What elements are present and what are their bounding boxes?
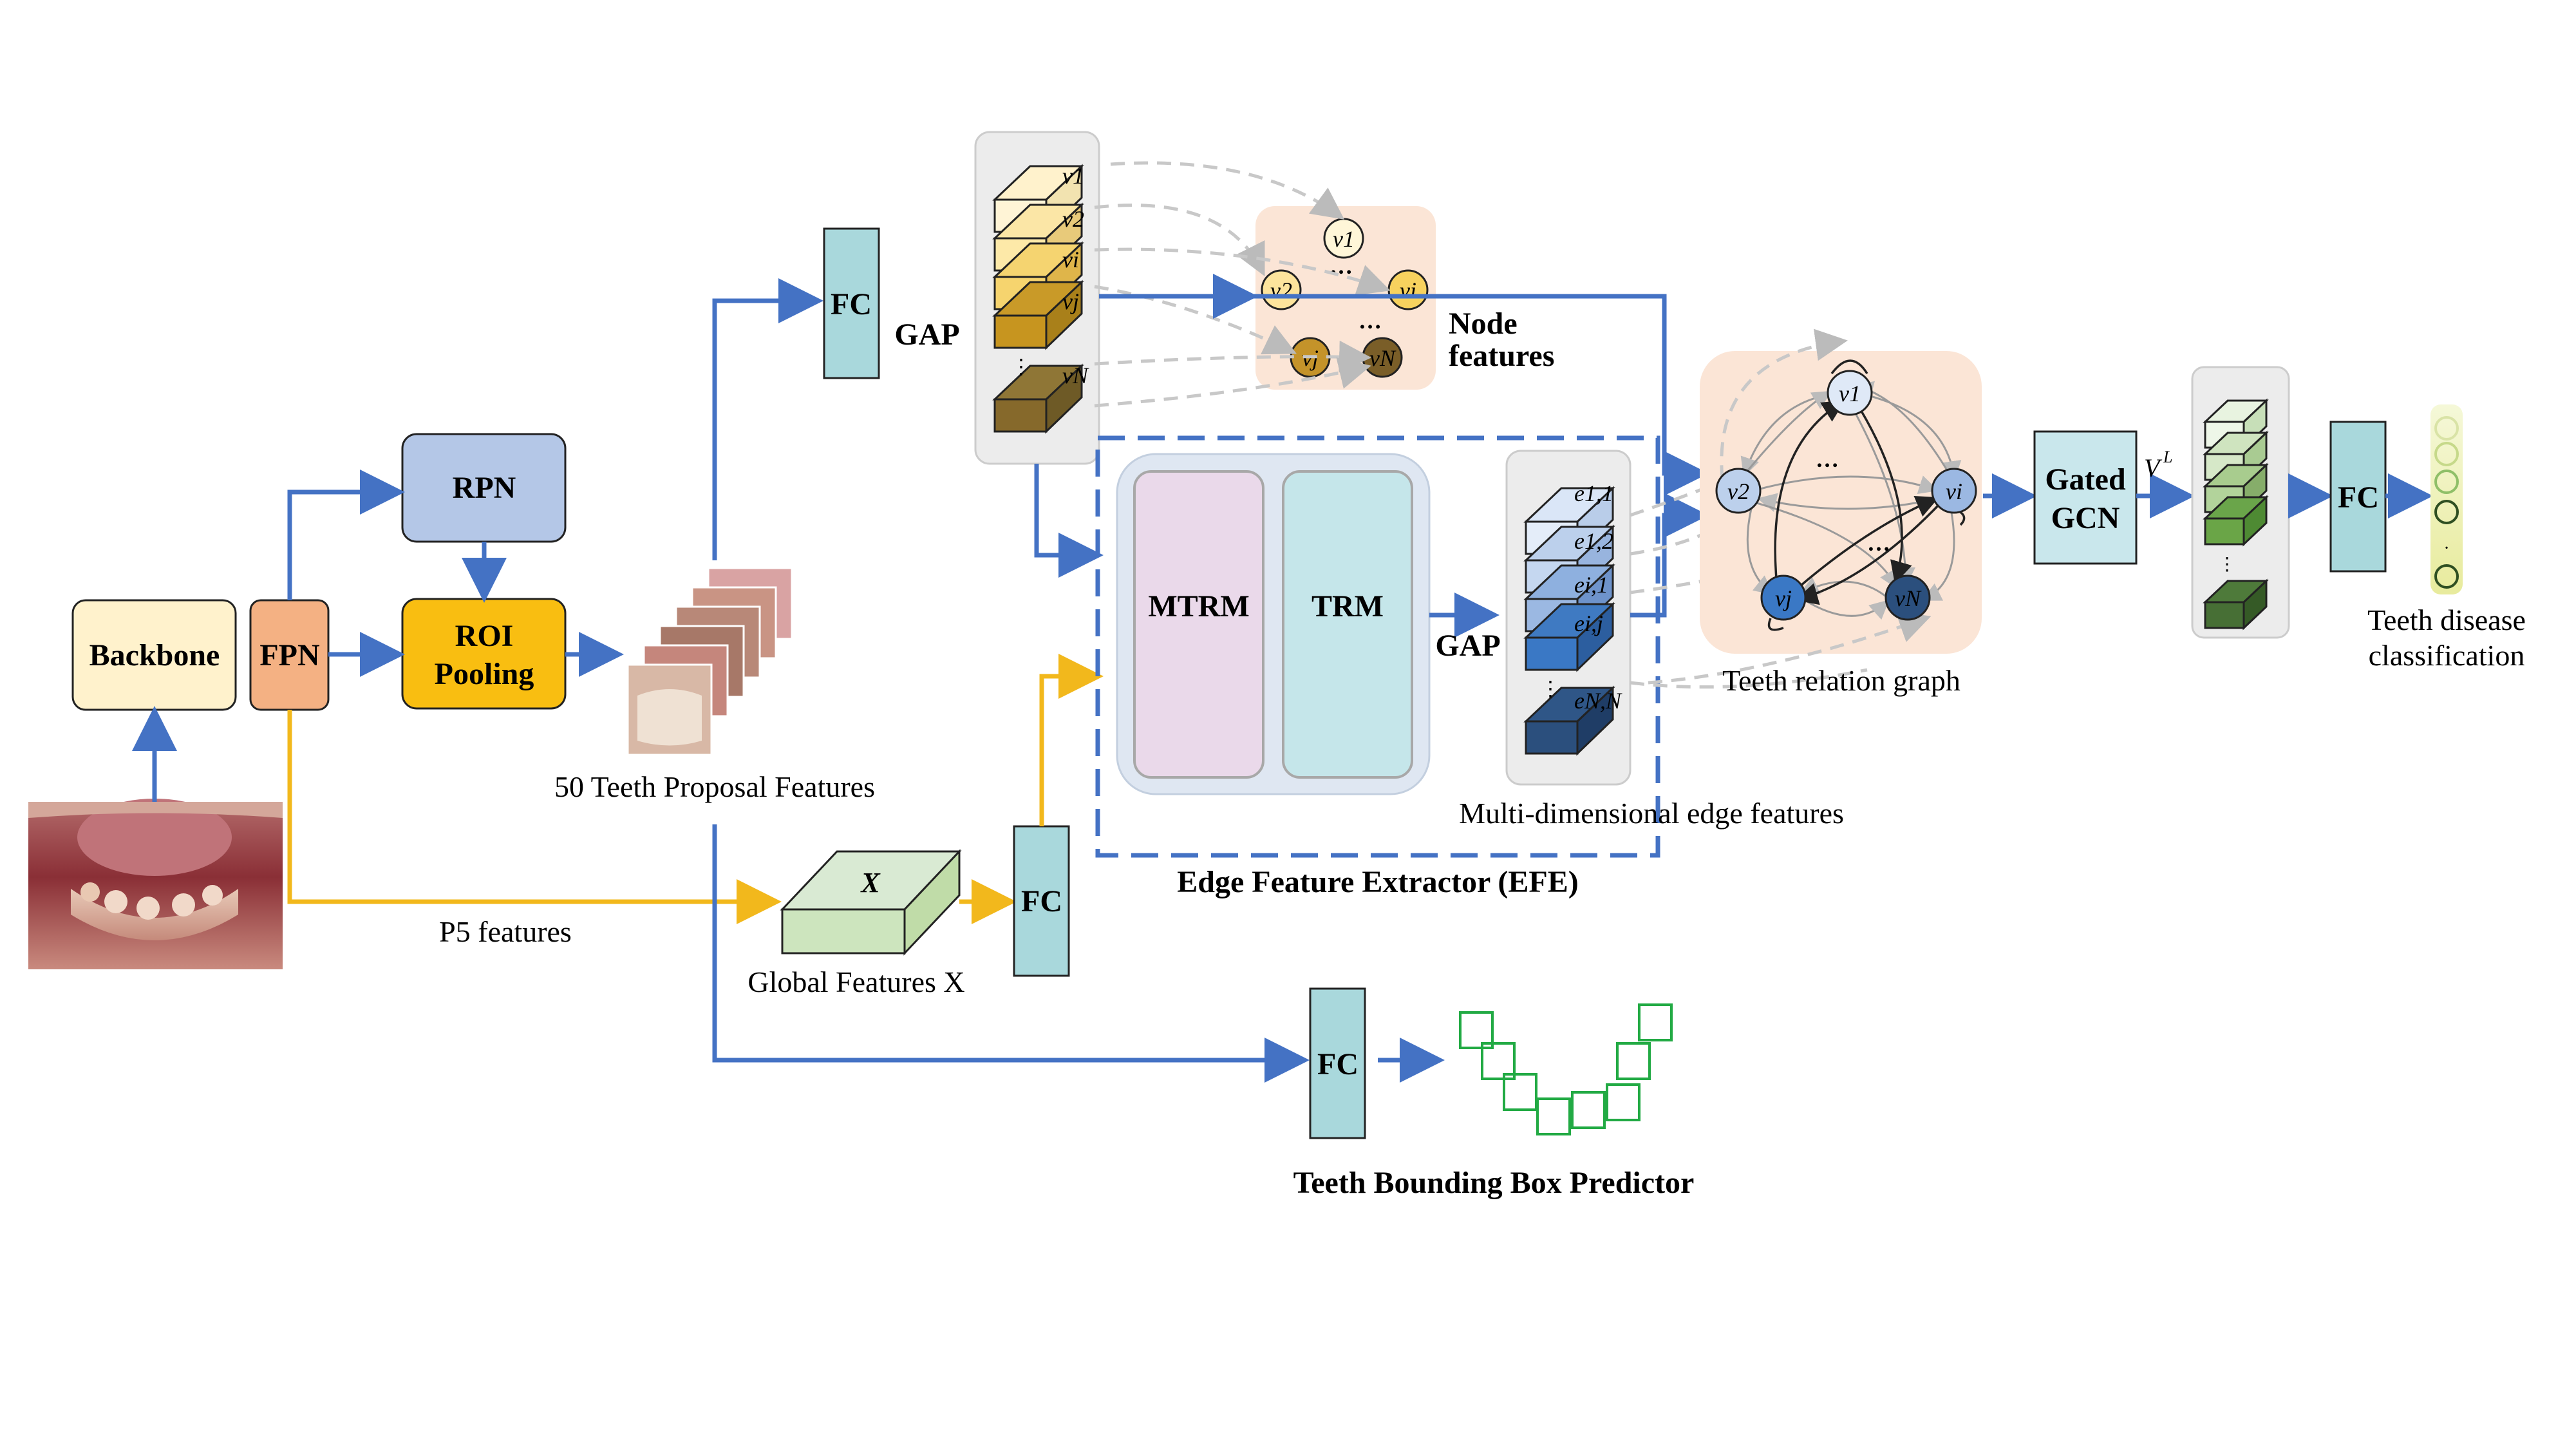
node-vN-label: νN [1369,345,1396,371]
bbox-predictor-label: Teeth Bounding Box Predictor [1293,1166,1695,1200]
node-to-graph-arrow [1099,294,1709,496]
graph-v2-label: ν2 [1727,479,1749,504]
roi-label-line1: ROI [455,619,514,653]
node-dashed-links [1094,161,1391,408]
rpn-label: RPN [453,471,516,505]
node-dots-bottom: … [1359,308,1382,334]
graph-v1-label: ν1 [1839,381,1861,406]
edge-feature-stack: e1,1 e1,2 ei,1 ei,j eN,N ⋮ [1505,450,1631,786]
p5-arrow [287,710,782,924]
trm-label: TRM [1312,589,1384,623]
node-v2-label: ν2 [1270,278,1292,303]
node-feature-stack: ν1 ν2 νi νj νN ⋮ [974,131,1100,465]
fpn-block: FPN [249,599,330,711]
edge-gap-label: GAP [1435,629,1500,663]
disease-probability-bar: · [2430,404,2463,594]
node-stack-to-efe-arrow [1034,464,1104,578]
bbox-fc-block: FC [1309,987,1366,1139]
final-fc-block: FC [2329,421,2387,573]
global-fc-to-efe-arrow [1039,654,1104,826]
gated-label-line1: Gated [2045,462,2126,497]
p5-label: P5 features [439,915,572,948]
left-arrows [132,470,624,802]
fpn-label: FPN [259,638,320,672]
edge-e12-label: e1,2 [1574,528,1613,554]
final-fc-label: FC [2338,480,2379,515]
relation-graph-panel: ν1 ν2 νi νj νN … … [1648,328,1982,685]
global-fc-label: FC [1021,884,1062,918]
backbone-label: Backbone [89,638,220,672]
roi-pooling-block: ROI Pooling [401,598,567,710]
efe-title: Edge Feature Extractor (EFE) [1177,865,1578,899]
mtrm-label: MTRM [1148,589,1249,623]
edge-eij-label: ei,j [1574,611,1603,636]
edge-features-label: Multi-dimensional edge features [1459,797,1844,830]
global-x-label: X [860,867,881,898]
roi-label-line2: Pooling [435,657,534,691]
edge-to-graph-arrow [1630,493,1709,618]
graph-dots-middle: … [1867,530,1890,556]
node-cube-v1-label: ν1 [1062,163,1084,189]
global-features-label: Global Features X [747,965,964,998]
edge-ei1-label: ei,1 [1574,572,1608,598]
node-gap-label: GAP [894,318,959,352]
gated-label-line2: GCN [2051,501,2120,535]
edge-cube-dots: ⋮ [1540,677,1561,700]
proposal-to-bbox-fc-arrow [712,824,1310,1083]
rpn-block: RPN [401,433,567,543]
node-features-label-1: Node [1449,307,1518,341]
edge-e11-label: e1,1 [1574,480,1613,506]
vl-superscript: L [2163,448,2172,466]
node-cube-v2-label: ν2 [1062,206,1084,232]
output-node-stack: ⋮ [2191,366,2290,639]
node-features-label-2: features [1449,339,1554,373]
global-features-block: X [780,849,962,956]
node-fc-block: FC [823,227,880,379]
backbone-block: Backbone [71,599,237,711]
node-cube-dots: ⋮ [1011,355,1031,378]
node-vi-label: νi [1400,278,1416,303]
bounding-box-icons [1459,1003,1673,1135]
proposal-to-fc-arrow [712,278,823,560]
node-cube-vj-label: νj [1062,289,1079,314]
teeth-proposal-stack [626,567,793,756]
node-fc-label: FC [831,287,872,321]
node-v1-label: ν1 [1333,226,1355,252]
node-cube-vi-label: νi [1062,247,1079,272]
vl-label: V [2144,453,2163,482]
graph-dots-top: … [1816,446,1839,472]
graph-vj-label: νj [1775,585,1792,611]
efe-dashed-frame [1095,435,1660,858]
output-cube-dots: ⋮ [2218,555,2236,575]
edge-eNN-label: eN,N [1574,688,1622,714]
gated-gcn-block: Gated GCN [2033,430,2138,565]
input-mouth-image [28,799,283,969]
graph-vi-label: νi [1946,479,1962,504]
node-cube-vN-label: νN [1062,363,1089,388]
bbox-fc-label: FC [1317,1047,1359,1081]
efe-inner-panel: MTRM TRM [1116,453,1431,795]
relation-graph-label: Teeth relation graph [1722,664,1960,697]
global-fc-block: FC [1013,825,1070,977]
proposal-features-label: 50 Teeth Proposal Features [554,770,875,803]
graph-vN-label: νN [1895,585,1922,611]
disease-label-2: classification [2369,639,2525,672]
prob-dots: · [2443,538,2449,558]
disease-label-1: Teeth disease [2367,603,2526,636]
